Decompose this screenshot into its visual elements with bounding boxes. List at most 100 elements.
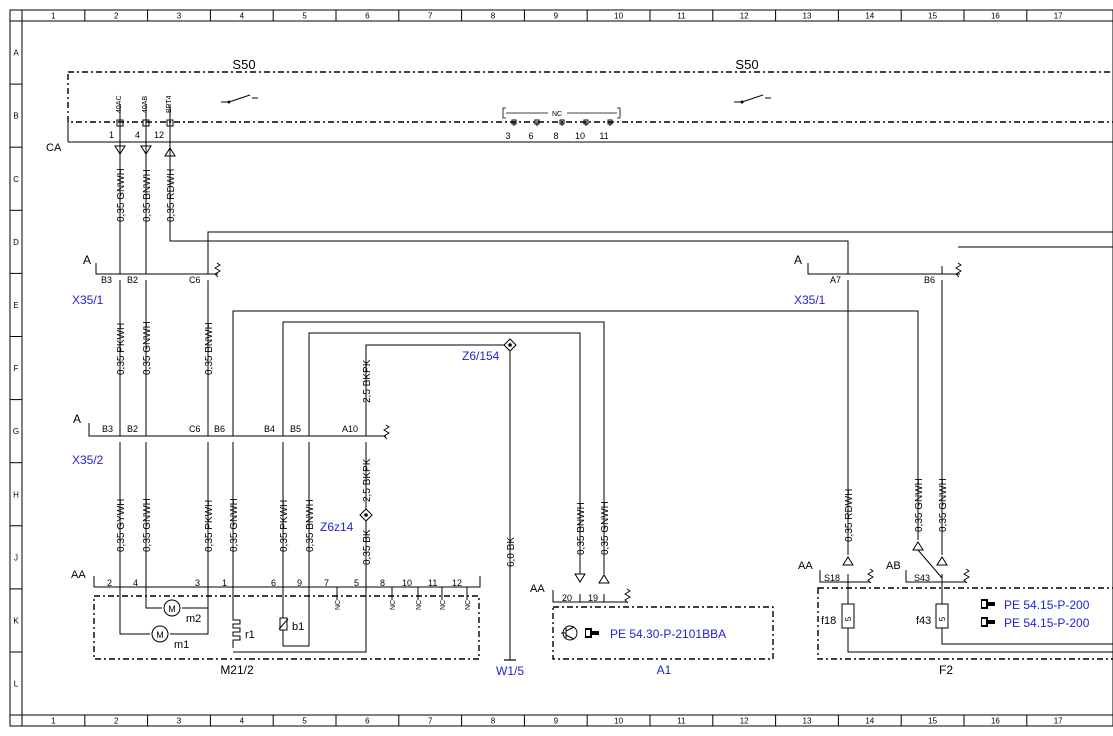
column-number: 10	[614, 717, 623, 726]
s50-label-right: S50	[735, 57, 758, 72]
cable-shield-icon	[624, 588, 631, 604]
pin-label: B6	[924, 275, 935, 285]
pin-label: 4	[133, 578, 138, 588]
s50-pin-4: 40AB 4	[135, 96, 150, 140]
cable-shield-icon	[963, 568, 970, 584]
a1-ref-link[interactable]: PE 54.30-P-2101BBA	[610, 627, 726, 641]
pin-label: B3	[101, 275, 112, 285]
wire-arrow-icon	[574, 573, 586, 583]
pin-label: C6	[189, 424, 201, 434]
column-number: 17	[1054, 12, 1063, 21]
switch-contact-icon	[221, 94, 258, 104]
cable-shield-icon	[867, 568, 874, 584]
wire-label: 0,35 BNWH	[142, 169, 153, 222]
nc-pin-stub	[559, 119, 565, 126]
connector-x35-2: A B3 B2 C6 B6 B4 B5 A10 X35/2	[72, 412, 390, 467]
wire-label: 2,5 BKPK	[362, 458, 373, 502]
row-letter: C	[13, 175, 19, 184]
pin-label: B4	[264, 424, 275, 434]
pin-label: B6	[214, 424, 225, 434]
wire-label: 0,35 GNWH	[142, 321, 153, 375]
nc-label: NC	[416, 600, 423, 610]
column-number: 7	[428, 717, 433, 726]
column-number: 4	[240, 717, 245, 726]
nc-label: NC	[552, 111, 562, 118]
row-letter: G	[13, 427, 19, 436]
nc-pin-number: 6	[528, 131, 533, 141]
x35-1-right-link[interactable]: X35/1	[794, 293, 826, 307]
pin-label: 11	[428, 578, 437, 588]
pin-label: A10	[342, 424, 358, 434]
z6-154-link[interactable]: Z6/154	[462, 349, 500, 363]
wire-arrow-icon	[936, 556, 948, 566]
connector-x35-1-right: A A7 B6 X35/1	[794, 253, 962, 307]
wire-label: 0,35 BNWH	[305, 499, 316, 552]
ground-w1-5: W1/5	[496, 659, 524, 678]
pin-label: C6	[189, 275, 201, 285]
x35-1-link[interactable]: X35/1	[72, 293, 104, 307]
motor-icon: M	[156, 630, 164, 640]
s50-pin-code: 40AC	[116, 95, 123, 113]
row-letter: K	[13, 616, 19, 625]
wire-label: 0,35 BNWH	[576, 502, 587, 555]
wire-arrow-icon	[912, 541, 924, 551]
nc-pin-number: 3	[505, 131, 510, 141]
switch-contact-icon	[734, 94, 771, 104]
wire-label: 0,35 RDWH	[844, 489, 855, 542]
row-letter: B	[13, 112, 18, 121]
m21-2-label: M21/2	[220, 663, 254, 677]
cable-shield-icon	[955, 262, 962, 278]
pin-label: 19	[588, 593, 598, 603]
wire-label: 2,5 BKPK	[362, 359, 373, 403]
s50-pin-code: 40AB	[142, 96, 149, 113]
f2-ref-link[interactable]: PE 54.15-P-200	[1004, 598, 1090, 612]
column-number: 10	[614, 12, 623, 21]
column-number: 12	[740, 12, 749, 21]
wire-label: 0,35 GYWH	[116, 499, 127, 552]
nc-pin-number: 8	[553, 131, 558, 141]
wire-labels: 0,35 GNWH 0,35 BNWH 0,35 RDWH 0,35 PKWH …	[116, 168, 949, 567]
switch-s50: S50 S50 40AC 1 40AB 4	[46, 57, 1113, 154]
component-f2: AA AB S18 S43 5 f18 5 f43 PE 54.15-P-200…	[798, 541, 1113, 677]
m2-label: m2	[186, 613, 201, 625]
column-number: 6	[365, 12, 370, 21]
nc-pin-stub	[534, 119, 540, 126]
wire-label: 0,35 PKWH	[279, 500, 290, 552]
fuse-label: f43	[916, 615, 931, 627]
wire-label: 6,0 BK	[506, 537, 517, 567]
s50-pin-1: 40AC 1	[109, 95, 124, 140]
nc-pin-stub	[583, 119, 589, 126]
reference-hand-icon	[981, 617, 995, 627]
wires	[119, 126, 1113, 660]
nc-pin-stub	[511, 119, 517, 126]
wire-arrow-icon	[598, 574, 610, 584]
column-number: 8	[491, 12, 496, 21]
f2-ref-link[interactable]: PE 54.15-P-200	[1004, 616, 1090, 630]
splice-icon	[359, 508, 373, 522]
connector-tag: A	[83, 253, 91, 267]
r1-label: r1	[245, 629, 255, 641]
wire-label: 0,35 PKWH	[116, 323, 127, 375]
column-number: 5	[302, 12, 307, 21]
s50-pin-code: BPT4	[166, 95, 173, 113]
pin-label: 20	[562, 593, 572, 603]
column-number: 1	[51, 717, 56, 726]
column-number: 3	[177, 12, 182, 21]
row-letter: J	[14, 553, 18, 562]
motor-m1: M m1	[151, 625, 189, 651]
connector-tag: AA	[71, 569, 86, 581]
pin-label: 1	[222, 578, 227, 588]
wire-label: 0,35 BNWH	[204, 322, 215, 375]
a1-link[interactable]: A1	[657, 663, 672, 677]
pin-label: 9	[297, 578, 302, 588]
pin-label: 5	[354, 578, 359, 588]
z6z14-link[interactable]: Z6z14	[320, 520, 354, 534]
nc-label: NC	[440, 600, 447, 610]
x35-2-link[interactable]: X35/2	[72, 453, 104, 467]
pin-label: 7	[324, 578, 329, 588]
w1-5-link[interactable]: W1/5	[496, 664, 524, 678]
s50-pin-number: 1	[109, 130, 114, 140]
component-a1: AA 20 19 PE 54.30-P-2101BBA A1	[530, 573, 774, 677]
